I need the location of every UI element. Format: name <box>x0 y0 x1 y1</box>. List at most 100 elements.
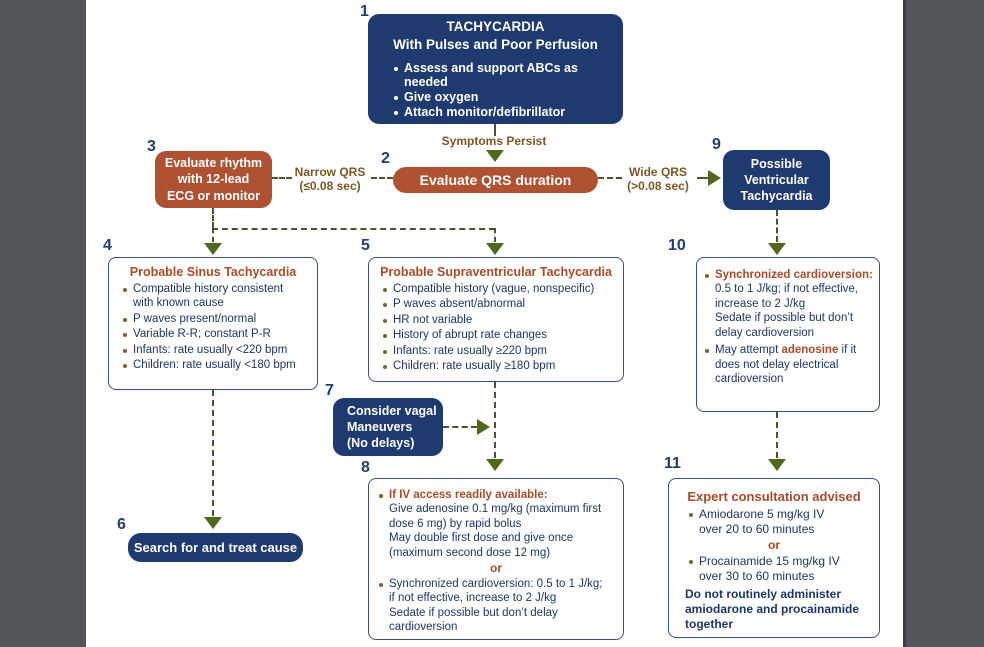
node5-bullet: Children: rate usually ≥180 bpm <box>393 360 556 373</box>
node5-bullet: Infants: rate usually ≥220 bpm <box>393 344 547 357</box>
node10-bullet1-rest: 0.5 to 1 J/kg; if not effective, increas… <box>715 283 858 339</box>
connector-line <box>212 228 214 242</box>
connector-line <box>494 228 496 242</box>
node-search-treat-cause: Search for and treat cause <box>128 533 303 562</box>
bullet-dot <box>123 333 127 338</box>
node-iv-access: If IV access readily available: Give ade… <box>368 478 624 640</box>
node-possible-vt: Possible Ventricular Tachycardia <box>723 150 830 210</box>
arrow-down-icon <box>204 517 222 529</box>
bullet-dot <box>383 318 387 323</box>
node8-or-label: or <box>490 561 502 576</box>
connector-line <box>494 382 496 458</box>
step-number-10: 10 <box>668 237 686 254</box>
node-vagal-maneuvers: Consider vagal Maneuvers (No delays) <box>333 398 443 456</box>
node1-title-line1: TACHYCARDIA <box>446 19 545 35</box>
left-gray-panel <box>0 0 86 647</box>
node10-bullet2-pre: May attempt <box>715 344 782 357</box>
node-svt: Probable Supraventricular Tachycardia Co… <box>368 257 624 382</box>
node5-bullet: P waves absent/abnormal <box>393 298 526 311</box>
symptoms-persist-label: Symptoms Persist <box>441 134 547 148</box>
node8-bullet1-rest: Give adenosine 0.1 mg/kg (maximum first … <box>389 503 602 559</box>
arrow-down-icon <box>486 459 504 471</box>
node4-title: Probable Sinus Tachycardia <box>129 265 297 279</box>
arrow-right-icon <box>708 170 721 186</box>
node1-title-line2: With Pulses and Poor Perfusion <box>393 37 598 52</box>
node-evaluate-rhythm: Evaluate rhythm with 12-lead ECG or moni… <box>155 151 272 208</box>
bullet-dot <box>123 317 127 322</box>
connector-line <box>212 228 495 230</box>
node11-title: Expert consultation advised <box>687 489 861 504</box>
narrow-qrs-label: Narrow QRS (≤0.08 sec) <box>294 165 366 193</box>
node-expert-consultation: Expert consultation advised Amiodarone 5… <box>668 478 880 638</box>
arrow-down-icon <box>768 243 786 255</box>
node-tachycardia: TACHYCARDIA With Pulses and Poor Perfusi… <box>368 14 623 124</box>
bullet-dot <box>705 274 709 278</box>
step-number-3: 3 <box>147 138 156 155</box>
bullet-dot <box>123 348 127 353</box>
node8-bullet1-lead: If IV access readily available: <box>389 489 548 501</box>
bullet-dot <box>383 303 387 308</box>
step-number-7: 7 <box>325 382 334 399</box>
connector-line <box>212 208 214 228</box>
node4-bullet: Infants: rate usually <220 bpm <box>133 343 288 356</box>
node4-bullet: Children: rate usually <180 bpm <box>133 359 296 372</box>
node2-label: Evaluate QRS duration <box>419 172 572 188</box>
node-evaluate-qrs: Evaluate QRS duration <box>393 167 598 193</box>
node5-bullet: History of abrupt rate changes <box>393 329 548 342</box>
bullet-dot <box>394 110 398 115</box>
node10-bullet2-post: if it does not delay electrical cardiove… <box>715 344 857 386</box>
bullet-dot <box>123 364 127 369</box>
wide-qrs-label: Wide QRS (>0.08 sec) <box>627 165 689 193</box>
arrow-down-icon <box>768 459 786 471</box>
node3-lines: Evaluate rhythm with 12-lead ECG or moni… <box>164 156 263 203</box>
node10-bullet1-lead: Synchronized cardioversion: <box>715 269 873 281</box>
step-number-4: 4 <box>103 237 112 254</box>
bullet-dot <box>123 288 127 292</box>
step-number-8: 8 <box>361 459 370 476</box>
node11-bullet1: Amiodarone 5 mg/kg IV over 20 to 60 minu… <box>699 507 825 537</box>
connector-line <box>494 124 496 136</box>
connector-line <box>272 177 292 179</box>
node5-bullet: Compatible history (vague, nonspecific) <box>393 283 595 295</box>
node5-title: Probable Supraventricular Tachycardia <box>380 265 612 279</box>
step-number-9: 9 <box>712 136 721 153</box>
bullet-dot <box>383 334 387 339</box>
right-gray-panel <box>903 0 984 647</box>
step-number-11: 11 <box>664 455 681 472</box>
node4-bullet: P waves present/normal <box>133 312 257 325</box>
bullet-dot <box>689 513 693 517</box>
arrow-right-icon <box>477 419 490 435</box>
node-sinus-tachycardia: Probable Sinus Tachycardia Compatible hi… <box>108 257 318 390</box>
connector-line <box>776 210 778 242</box>
node1-bullet: Attach monitor/defibrillator <box>404 104 566 119</box>
step-number-5: 5 <box>361 237 370 254</box>
arrow-down-icon <box>204 243 222 255</box>
bullet-dot <box>394 95 398 100</box>
step-number-1: 1 <box>360 3 369 20</box>
bullet-dot <box>705 349 709 354</box>
bullet-dot <box>394 66 398 71</box>
node-cardioversion: Synchronized cardioversion: 0.5 to 1 J/k… <box>696 257 880 412</box>
arrow-down-icon <box>486 150 504 162</box>
step-number-2: 2 <box>381 150 390 167</box>
node1-bullet: Assess and support ABCs as needed <box>404 60 578 89</box>
bullet-dot <box>379 494 383 498</box>
node5-bullet: HR not variable <box>393 313 473 326</box>
arrow-down-icon <box>486 243 504 255</box>
connector-line <box>443 426 477 428</box>
bullet-dot <box>689 559 693 564</box>
bullet-dot <box>383 365 387 370</box>
node11-bullet2: Procainamide 15 mg/kg IV over 30 to 60 m… <box>699 553 840 583</box>
node8-bullet2: Synchronized cardioversion: 0.5 to 1 J/k… <box>389 577 603 634</box>
connector-line <box>697 177 708 179</box>
connector-line <box>371 177 393 179</box>
bullet-dot <box>383 349 387 354</box>
node6-label: Search for and treat cause <box>133 540 298 555</box>
node1-bullet: Give oxygen <box>404 89 479 104</box>
node11-warning-note: Do not routinely administer amiodarone a… <box>685 586 860 631</box>
node4-bullet: Variable R-R; constant P-R <box>133 328 271 341</box>
bullet-dot <box>383 288 387 292</box>
node4-bullet: Compatible history consistent with known… <box>133 283 284 310</box>
node9-lines: Possible Ventricular Tachycardia <box>740 156 813 204</box>
